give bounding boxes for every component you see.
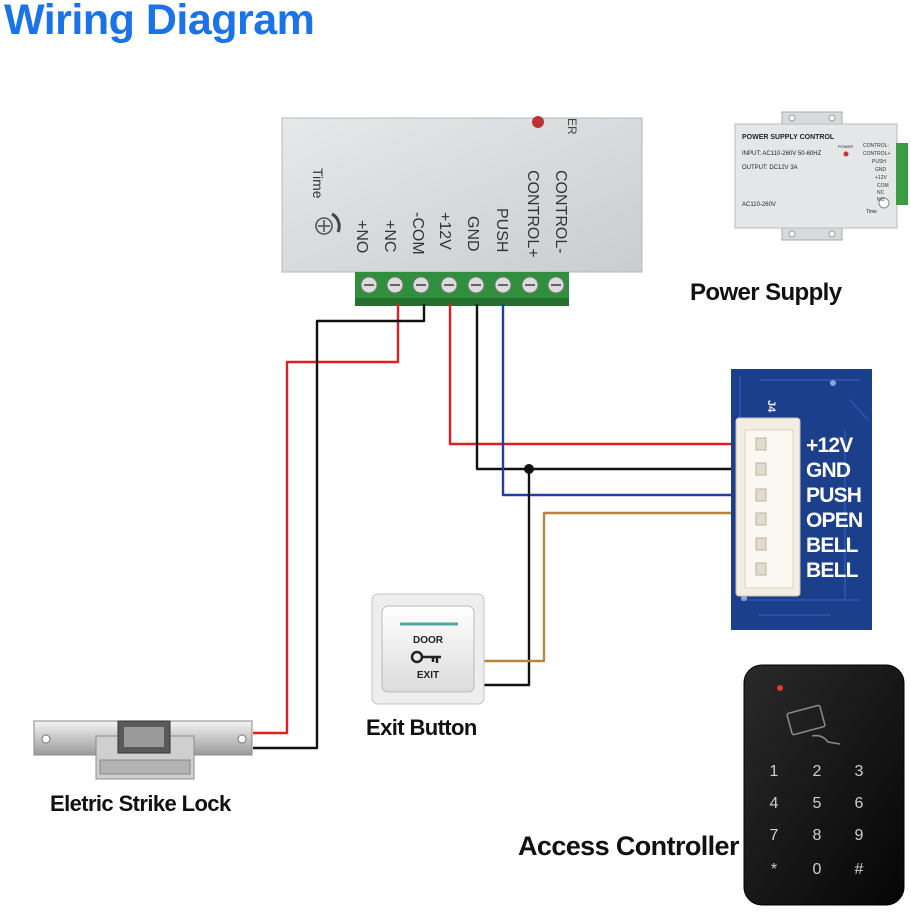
terminal-block [355, 272, 569, 306]
key-8: 8 [813, 827, 822, 844]
photo-terminal-label: COM [877, 183, 889, 189]
power-supply-photo: POWER SUPPLY CONTROL INPUT: AC110-260V 5… [734, 111, 908, 241]
key-0: 0 [813, 861, 822, 878]
key-1: 1 [770, 763, 779, 780]
exit-button-exit-text: EXIT [417, 670, 439, 681]
power-led [532, 116, 544, 128]
wire-exit-to-gnd [484, 469, 531, 687]
photo-time-dial [878, 197, 890, 209]
power-supply-unit: ER CONTROL- CONTROL+ PUSH GND +12V -COM … [281, 116, 643, 306]
unit-label-control-plus: CONTROL+ [524, 170, 541, 258]
pin-push: PUSH [806, 484, 861, 507]
strike-lock-caption: Eletric Strike Lock [50, 791, 231, 816]
key-5: 5 [813, 795, 822, 812]
pin-bell-1: BELL [806, 534, 859, 557]
photo-rating: AC110-260V [742, 202, 776, 208]
controller-board: J4 +12V GND PUSH OPEN BELL BELL [731, 369, 872, 630]
unit-label-gnd: GND [464, 216, 481, 252]
photo-terminal-label: CONTROL+ [863, 151, 890, 157]
access-controller-caption: Access Controller [518, 831, 739, 861]
power-label: ER [565, 118, 579, 135]
exit-button: DOOR EXIT [371, 593, 485, 705]
diagram-title: Wiring Diagram [4, 0, 315, 44]
wire-push-to-controller [501, 304, 760, 497]
key-hash: # [855, 861, 864, 878]
unit-label-nc: +NC [381, 220, 398, 252]
exit-button-door-text: DOOR [413, 635, 444, 646]
pin-gnd: GND [806, 459, 851, 482]
key-6: 6 [855, 795, 864, 812]
access-controller: 1 2 3 4 5 6 7 8 9 * 0 # [743, 664, 905, 906]
key-7: 7 [770, 827, 779, 844]
pin-12v: +12V [806, 434, 853, 457]
key-2: 2 [813, 763, 822, 780]
key-3: 3 [855, 763, 864, 780]
unit-time-label: Time [310, 168, 326, 199]
wires [253, 304, 760, 750]
unit-label-12v: +12V [436, 212, 453, 250]
controller-led [777, 685, 783, 691]
strike-lock [33, 720, 253, 780]
unit-label-no: +NO [353, 220, 370, 253]
photo-input-line: INPUT: AC110-260V 50-60HZ [742, 151, 822, 157]
photo-time-label: Time [866, 209, 877, 215]
key-icon [410, 650, 441, 664]
time-dial [315, 212, 341, 235]
key-star: * [771, 861, 777, 878]
unit-label-com: -COM [409, 212, 426, 255]
photo-terminal-label: NO [877, 197, 885, 203]
photo-terminal-label: NC [877, 190, 885, 196]
wire-gnd-to-controller [475, 304, 760, 471]
photo-terminal-label: GND [875, 167, 887, 173]
wire-junction [524, 464, 534, 474]
photo-heading: POWER SUPPLY CONTROL [742, 134, 835, 141]
rfid-card-icon [786, 704, 841, 745]
unit-label-push: PUSH [493, 208, 510, 252]
photo-power-led-label: POWER [838, 144, 853, 149]
exit-button-caption: Exit Button [366, 715, 477, 740]
photo-power-led [843, 151, 849, 157]
key-9: 9 [855, 827, 864, 844]
photo-terminal-label: CONTROL- [863, 143, 889, 149]
wire-open-to-exit [484, 511, 760, 663]
photo-terminal-labels: CONTROL- CONTROL+ PUSH GND +12V COM NC N… [863, 143, 890, 203]
wire-nc-to-lock [253, 304, 400, 735]
key-4: 4 [770, 795, 779, 812]
wire-12v-to-controller [448, 304, 760, 446]
pin-open: OPEN [806, 509, 862, 532]
board-label: J4 [765, 400, 777, 413]
wire-com-to-lock [253, 304, 426, 750]
unit-label-control-minus: CONTROL- [552, 170, 569, 254]
photo-terminal-label: +12V [875, 175, 887, 181]
photo-terminal-label: PUSH [872, 159, 886, 165]
power-supply-caption: Power Supply [690, 279, 842, 306]
photo-output-line: OUTPUT: DC12V 3A [742, 165, 798, 171]
pin-bell-2: BELL [806, 559, 859, 582]
